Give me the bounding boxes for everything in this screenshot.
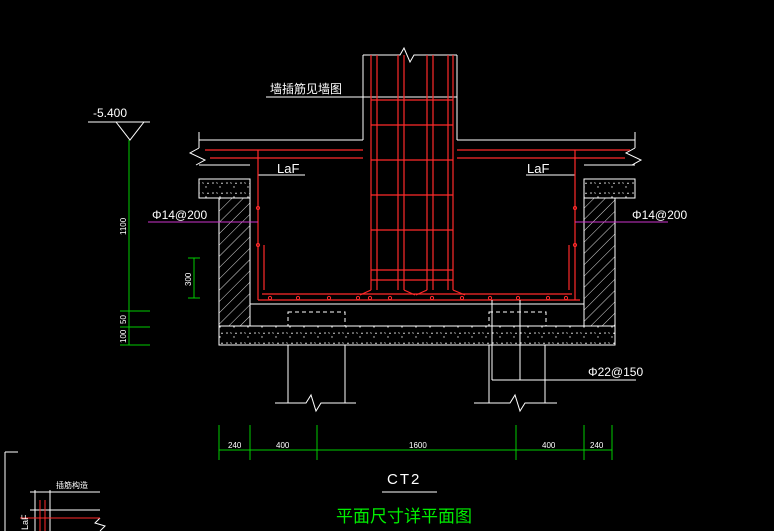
dim-v-300: 300: [184, 272, 193, 286]
level-label: -5.400: [93, 106, 127, 120]
rebar-dots: [255, 205, 578, 301]
dim-h-2: 400: [276, 441, 290, 450]
laf-left-label: LaF: [277, 161, 299, 176]
rebar-group: [205, 55, 630, 301]
rebar-left-label: Φ14@200: [152, 208, 207, 222]
dimension-lines: [120, 140, 613, 460]
dim-v-total: 1100: [119, 217, 128, 235]
corner-laf-label: LaF: [20, 514, 30, 530]
rebar-right-label: Φ14@200: [632, 208, 687, 222]
dim-v-100: 100: [119, 329, 128, 343]
dim-h-5: 240: [590, 441, 604, 450]
dim-h-3: 1600: [409, 441, 427, 450]
wall-note-label: 墙插筋见墙图: [270, 81, 342, 96]
title-code: CT2: [387, 471, 421, 488]
bottom-rebar-leader: [491, 300, 636, 381]
title-name: 平面尺寸详平面图: [336, 507, 472, 527]
rebar-bottom-label: Φ22@150: [588, 365, 643, 379]
dim-h-4: 400: [542, 441, 556, 450]
corner-note-label: 插筋构造: [56, 480, 88, 490]
structure-outline: [88, 46, 643, 413]
corner-fragment-rebar: [20, 500, 100, 531]
dim-v-50: 50: [119, 315, 128, 324]
dim-h-1: 240: [228, 441, 242, 450]
corner-fragment: [4, 451, 106, 531]
laf-right-label: LaF: [527, 161, 549, 176]
